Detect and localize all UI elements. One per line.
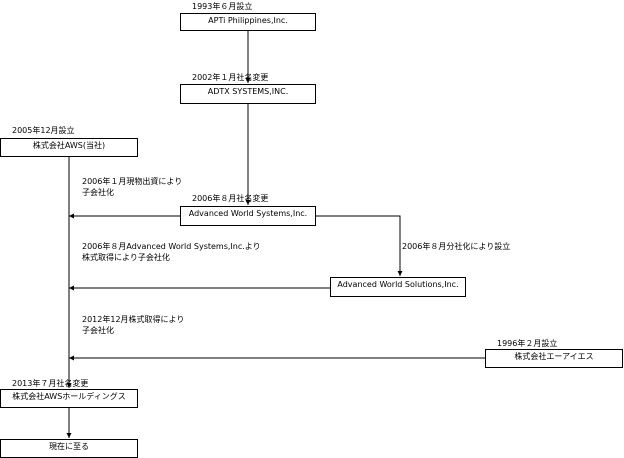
present-box: 現在に至る xyxy=(0,439,138,458)
event-note-4: 2012年12月株式取得により 子会社化 xyxy=(82,314,184,336)
apti-philippines-box: APTi Philippines,Inc. xyxy=(180,13,316,31)
aws-holdings-box: 株式会社AWSホールディングス xyxy=(0,389,138,408)
ais-established-note: 1996年２月設立 xyxy=(497,339,558,348)
aws-solutions-box: Advanced World Solutions,Inc. xyxy=(330,277,466,297)
event-note-4-line-2: 子会社化 xyxy=(82,326,114,335)
adtx-rename-note: 2002年１月社名変更 xyxy=(192,73,269,82)
event-note-1-line-2: 子会社化 xyxy=(82,188,114,197)
adtx-systems-box: ADTX SYSTEMS,INC. xyxy=(180,84,316,104)
ais-box: 株式会社エーアイエス xyxy=(485,349,623,368)
aws-established-note: 2005年12月設立 xyxy=(12,126,75,135)
holdings-rename-note: 2013年７月社名変更 xyxy=(12,379,89,388)
aws-systems-box: Advanced World Systems,Inc. xyxy=(180,206,316,226)
arrow-aws-systems-to-solutions xyxy=(316,215,403,276)
apti-established-note: 1993年６月設立 xyxy=(192,2,253,11)
event-note-2-line-1: 2006年８月Advanced World Systems,Inc.より xyxy=(82,242,261,251)
event-note-3: 2006年８月分社化により設立 xyxy=(402,242,511,251)
event-note-2-line-2: 株式取得により子会社化 xyxy=(82,253,170,262)
event-note-4-line-1: 2012年12月株式取得により xyxy=(82,315,185,324)
event-note-1: 2006年１月現物出資により 子会社化 xyxy=(82,176,182,198)
event-note-2: 2006年８月Advanced World Systems,Inc.より 株式取… xyxy=(82,241,261,263)
aws-systems-rename-note: 2006年８月社名変更 xyxy=(192,194,269,203)
event-note-1-line-1: 2006年１月現物出資により xyxy=(82,177,183,186)
aws-corp-box: 株式会社AWS(当社) xyxy=(0,138,138,157)
